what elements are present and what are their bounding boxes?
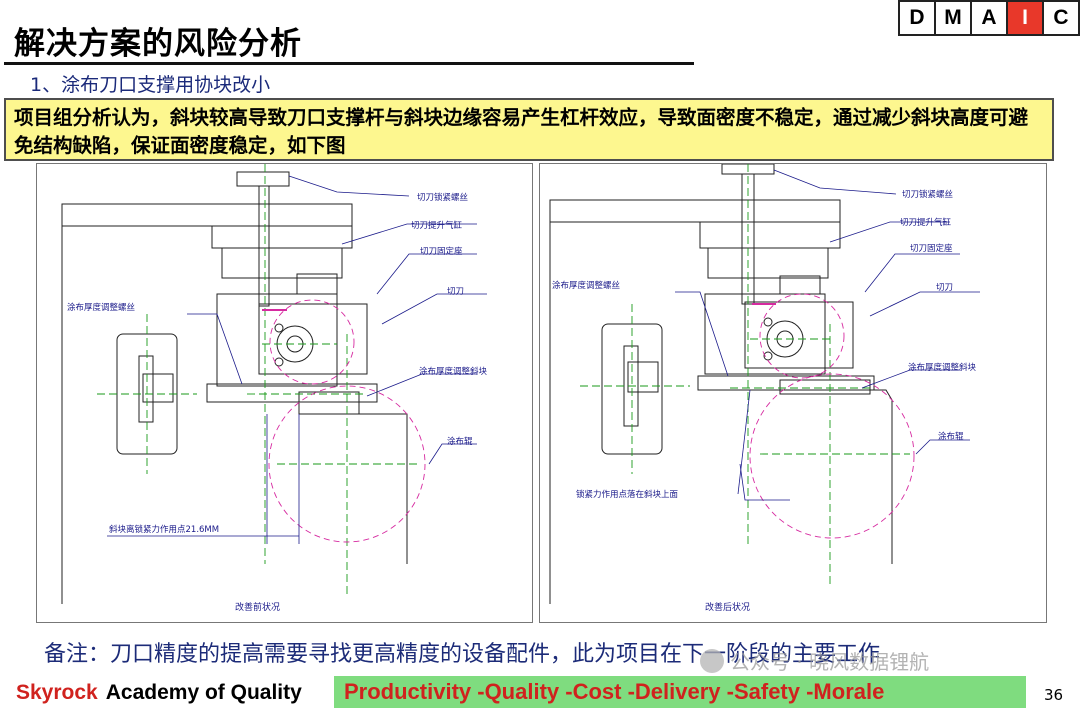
- title-underline: [4, 62, 694, 65]
- page-number: 36: [1044, 686, 1064, 704]
- before-dimension-label: 斜块离锁紧力作用点21.6MM: [109, 524, 219, 535]
- before-caption: 改善前状况: [235, 601, 280, 613]
- before-label-thickness-screw: 涂布厚度调整螺丝: [67, 302, 136, 313]
- analysis-note: 项目组分析认为，斜块较高导致刀口支撑杆与斜块边缘容易产生杠杆效应，导致面密度不稳…: [4, 98, 1054, 161]
- dmaic-step-i-active: I: [1008, 2, 1044, 34]
- page-title: 解决方案的风险分析: [14, 26, 302, 62]
- after-cad-drawing: 切刀锁紧螺丝 切刀提升气缸 切刀固定座 切刀 涂布厚度调整螺丝 涂布厚度调整斜块…: [549, 164, 980, 613]
- before-cad-drawing: 切刀锁紧螺丝 切刀提升气缸 切刀固定座 切刀 涂布厚度调整螺丝 涂布厚度调整斜块…: [61, 164, 488, 613]
- remark-text: 备注：刀口精度的提高需要寻找更高精度的设备配件，此为项目在下一阶段的主要工作: [44, 642, 881, 667]
- dmaic-step-m: M: [936, 2, 972, 34]
- before-label-fixed-seat: 切刀固定座: [420, 246, 463, 257]
- before-label-thickness-block: 涂布厚度调整斜块: [419, 366, 488, 377]
- before-drawing-panel: 切刀锁紧螺丝 切刀提升气缸 切刀固定座 切刀 涂布厚度调整螺丝 涂布厚度调整斜块…: [36, 163, 533, 623]
- after-label-knife: 切刀: [936, 283, 953, 293]
- before-label-roller: 涂布辊: [447, 436, 473, 447]
- brand-name: Skyrock: [16, 681, 98, 704]
- after-label-fixed-seat: 切刀固定座: [910, 243, 953, 254]
- wechat-icon: [700, 648, 724, 673]
- section-subtitle: 1、涂布刀口支撑用协块改小: [30, 74, 271, 96]
- watermark-text: 公众号 · 晓风数据锂航: [730, 650, 930, 674]
- after-label-force-point: 锁紧力作用点落在斜块上面: [576, 489, 679, 500]
- watermark: 公众号 · 晓风数据锂航: [700, 646, 929, 675]
- after-drawing-panel: 切刀锁紧螺丝 切刀提升气缸 切刀固定座 切刀 涂布厚度调整螺丝 涂布厚度调整斜块…: [539, 163, 1047, 623]
- dmaic-step-d: D: [900, 2, 936, 34]
- before-label-lift-cylinder: 切刀提升气缸: [411, 220, 463, 231]
- academy-name: Academy of Quality: [105, 681, 302, 704]
- dmaic-step-a: A: [972, 2, 1008, 34]
- dmaic-tracker: D M A I C: [898, 0, 1080, 36]
- after-label-lock-screw: 切刀锁紧螺丝: [902, 189, 954, 200]
- after-label-thickness-block: 涂布厚度调整斜块: [908, 362, 977, 373]
- dmaic-step-c: C: [1053, 6, 1069, 29]
- before-label-lock-screw: 切刀锁紧螺丝: [417, 192, 469, 203]
- footer-brand: Skyrock Academy of Quality: [16, 681, 302, 705]
- after-caption: 改善后状况: [705, 601, 750, 613]
- after-label-lift-cylinder: 切刀提升气缸: [900, 217, 952, 228]
- after-label-roller: 涂布辊: [938, 431, 964, 442]
- after-label-thickness-screw: 涂布厚度调整螺丝: [552, 280, 621, 291]
- before-label-knife: 切刀: [447, 287, 464, 297]
- footer-values-bar: Productivity -Quality -Cost -Delivery -S…: [334, 676, 1026, 708]
